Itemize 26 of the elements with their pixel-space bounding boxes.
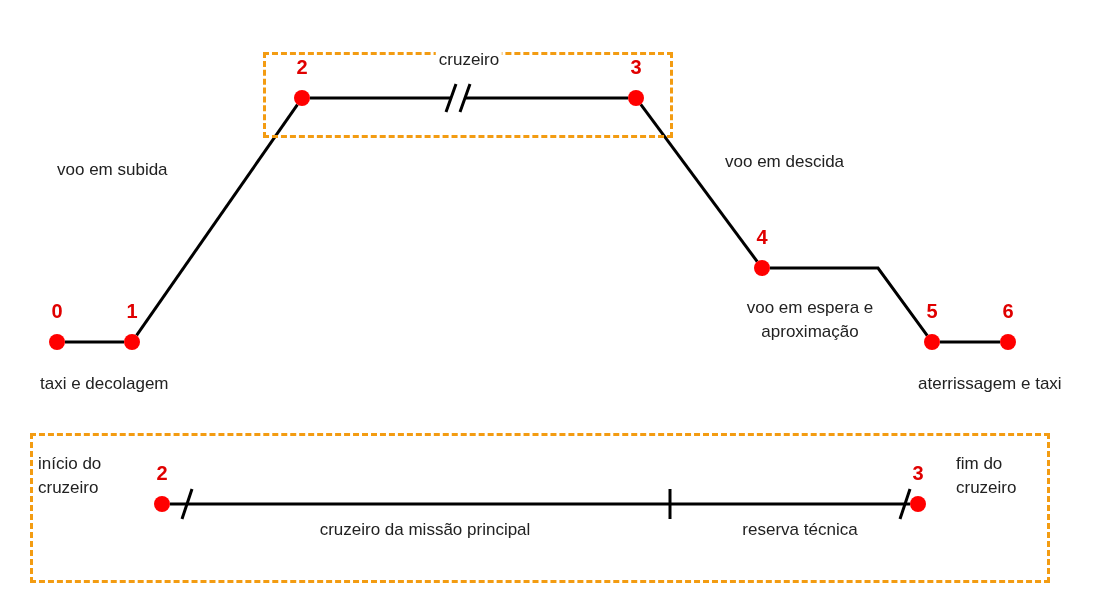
point-number: 0 [50,300,64,322]
point-number: 1 [125,300,139,322]
flight-path-line [940,340,1000,344]
segment-label: voo em descida [725,151,846,173]
segment-label: reserva técnica [741,519,859,541]
segment-label: voo em espera e aproximação [745,297,875,343]
point-number: 2 [155,462,169,484]
point-caption: fim do cruzeiro [956,453,1018,499]
point-number: 4 [755,226,769,248]
flight-path-line [639,103,759,263]
point-number: 3 [911,462,925,484]
flight-path-line [65,340,124,344]
segment-label: taxi e decolagem [40,373,170,395]
point-number: 3 [629,56,643,78]
point-number: 5 [925,300,939,322]
segment-label: voo em subida [57,159,169,181]
flight-path-line [310,96,628,100]
segment-label: aterrissagem e taxi [918,373,1063,395]
dashed-frame [30,433,1050,583]
flight-path-line [770,266,929,337]
point-number: 2 [295,56,309,78]
flight-path-line [135,103,299,337]
point-number: 6 [1001,300,1015,322]
flight-path-line [170,502,910,506]
point-caption: início do cruzeiro [38,453,103,499]
segment-label: cruzeiro da missão principal [318,519,532,541]
